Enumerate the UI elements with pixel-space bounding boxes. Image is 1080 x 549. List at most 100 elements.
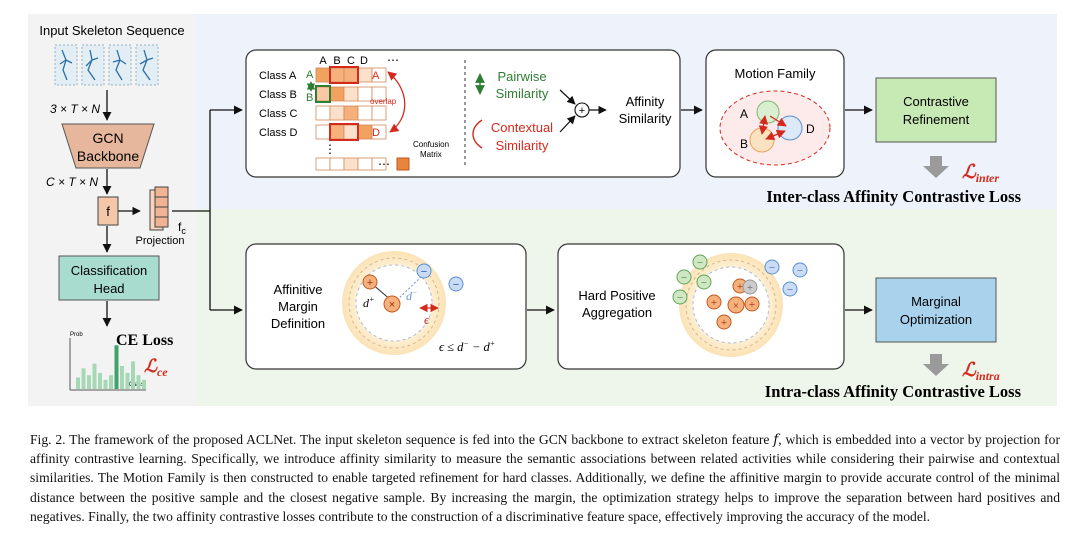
matrix-cell [371, 67, 387, 83]
confusion-label-2: Matrix [420, 150, 442, 159]
svg-text:×: × [389, 299, 395, 311]
hist-bar [92, 363, 97, 389]
matrix-cell [315, 157, 331, 171]
matrix-cell [343, 105, 359, 121]
svg-text:−: − [797, 265, 803, 277]
row-label-a: Class A [259, 70, 297, 82]
matrix-cell [371, 86, 387, 102]
matrix-cell [357, 124, 373, 140]
svg-text:−: − [701, 277, 707, 289]
matrix-cell [396, 157, 410, 171]
hist-bar [76, 377, 80, 389]
eps-label: ϵ [424, 312, 430, 327]
col-header-d: D [360, 55, 368, 67]
intra-down-arrow [923, 354, 949, 376]
inter-title: Inter-class Affinity Contrastive Loss [766, 187, 1021, 206]
d-plus-label: d+ [363, 295, 374, 310]
row-label-d: Class D [259, 127, 298, 139]
matrix-hdots: ⋯ [387, 53, 399, 67]
hist-bar [103, 379, 108, 389]
svg-text:+: + [747, 282, 753, 294]
svg-text:−: − [697, 257, 703, 269]
hist-bar [131, 361, 135, 389]
intra-title: Intra-class Affinity Contrastive Loss [765, 382, 1022, 401]
svg-text:+: + [749, 299, 755, 311]
hist-bar [87, 375, 91, 389]
margin-label-1: Affinitive [274, 282, 323, 297]
matrix-cell [329, 124, 345, 140]
margin-label-3: Definition [271, 316, 325, 331]
svg-text:+: + [367, 277, 373, 289]
gcn-label-1: GCN [92, 130, 123, 146]
row-label-c: Class C [259, 108, 298, 120]
hist-bar [120, 366, 124, 389]
overlap-label: overlap [370, 97, 397, 106]
refinement-label-1: Contrastive [903, 94, 969, 109]
matrix-cell [329, 67, 345, 83]
col-header-c: C [347, 55, 355, 67]
matrix-cell [329, 157, 345, 171]
refinement-label-2: Refinement [903, 112, 970, 127]
feature-label: f [106, 204, 110, 219]
fc-label: fc [178, 220, 186, 236]
svg-text:×: × [733, 300, 739, 312]
matrix-cell [315, 67, 331, 83]
contrastive-refinement-box [875, 77, 997, 143]
matrix-highlight-d [329, 123, 359, 141]
matrix-cell [343, 86, 359, 102]
svg-text:−: − [453, 279, 459, 291]
contextual-label-1: Contextual [491, 120, 553, 135]
svg-text:+: + [711, 297, 717, 309]
matrix-cell [357, 157, 373, 171]
dim-feature: C × T × N [46, 175, 98, 189]
svg-text:−: − [787, 284, 793, 296]
matrix-cell [315, 124, 331, 140]
gcn-backbone-box [61, 123, 155, 169]
tag-a-left: A [306, 69, 314, 81]
gcn-label-2: Backbone [77, 148, 139, 164]
tag-d-right: D [372, 127, 380, 139]
svg-text:−: − [421, 266, 427, 278]
hist-bar [114, 345, 119, 389]
mf-label-b: B [740, 137, 748, 151]
confusion-matrix [315, 66, 410, 171]
inter-down-arrow [923, 156, 949, 178]
matrix-cell [343, 67, 359, 83]
matrix-cell [371, 157, 387, 171]
margin-inequality: ϵ ≤ d− − d+ [439, 339, 495, 354]
matrix-cell [371, 105, 387, 121]
matrix-hdots-bottom: ⋯ [378, 157, 390, 171]
skeleton-frames [54, 44, 159, 86]
matrix-highlight-b [315, 85, 331, 103]
classification-head-box [58, 255, 160, 301]
contextual-label-2: Similarity [496, 138, 549, 153]
col-header-b: B [333, 55, 340, 67]
col-header-a: A [319, 55, 327, 67]
optimization-label-2: Optimization [900, 312, 972, 327]
margin-label-2: Margin [278, 299, 318, 314]
tag-a-right: A [372, 70, 380, 82]
mf-label-a: A [740, 107, 748, 121]
mf-label-d: D [806, 122, 815, 136]
svg-text:+: + [737, 281, 743, 293]
matrix-cell [343, 157, 359, 171]
hist-ylabel: Prob [70, 332, 83, 338]
cls-label-1: Classification [71, 263, 148, 278]
ce-loss-symbol: ℒce [144, 356, 168, 379]
d-minus-label: d− [406, 288, 417, 303]
figure-caption: Fig. 2. The framework of the proposed AC… [30, 430, 1060, 526]
marginal-optimization-box [875, 277, 997, 343]
input-title: Input Skeleton Sequence [39, 23, 184, 38]
tag-b-left: B [306, 92, 313, 104]
projection-label: Projection [136, 235, 185, 247]
svg-text:+: + [721, 317, 727, 329]
hist-bar [98, 372, 102, 389]
hist-bar [136, 375, 141, 389]
hard-positive-label-1: Hard Positive [578, 288, 655, 303]
confusion-label-1: Confusion [413, 140, 449, 149]
intra-loss-symbol: ℒintra [962, 360, 1000, 383]
overlap-arrow [387, 71, 406, 133]
matrix-vdots: ⋮ [324, 142, 336, 156]
matrix-cell [343, 124, 359, 140]
projection-stack [149, 186, 169, 231]
